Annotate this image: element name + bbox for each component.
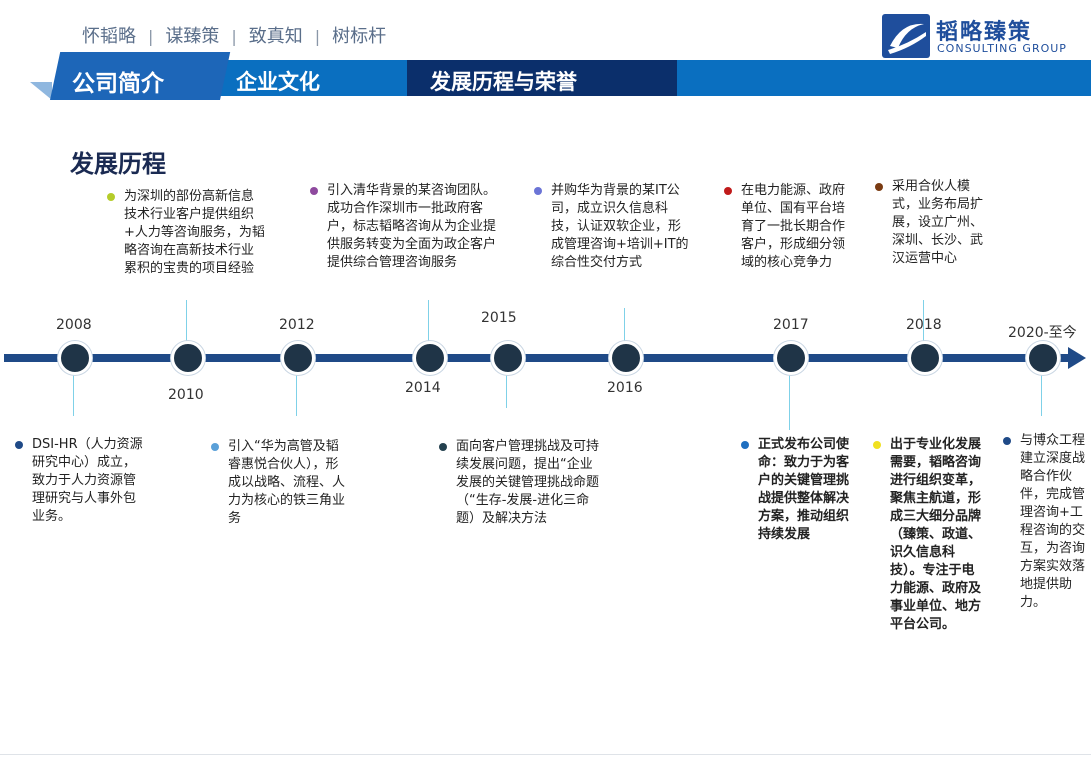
timeline-node: [491, 341, 525, 375]
section-title: 发展历程: [70, 150, 166, 178]
bullet-dot: [1003, 437, 1011, 445]
bullet-dot: [15, 441, 23, 449]
nav-active-background: [407, 60, 677, 96]
milestone-2017: 在电力能源、政府单位、国有平台培育了一批长期合作客户，形成细分领域的核心竞争力: [724, 182, 853, 272]
bullet-dot: [310, 187, 318, 195]
connector-line: [923, 300, 924, 356]
timeline-node: [774, 341, 808, 375]
connector-line: [506, 360, 507, 408]
year-label: 2012: [279, 317, 315, 333]
milestone-2014: 引入清华背景的某咨询团队。成功合作深圳市一批政府客户，标志韬略咨询从为企业提供服…: [310, 182, 497, 272]
timeline-node: [1026, 341, 1060, 375]
milestone-2010: 为深圳的部份高新信息技术行业客户提供组织+人力等咨询服务，为韬略咨询在高新技术行…: [107, 188, 266, 278]
milestone-2018-reform: 出于专业化发展需要，韬略咨询进行组织变革，聚焦主航道，形成三大细分品牌（臻策、政…: [873, 436, 982, 634]
slogan-separator: |: [314, 27, 321, 46]
timeline-node: [58, 341, 92, 375]
connector-line: [428, 300, 429, 356]
header-slogans: 怀韬略 | 谋臻策 | 致真知 | 树标杆: [82, 22, 386, 48]
year-label: 2014: [405, 380, 441, 396]
timeline-node: [413, 341, 447, 375]
year-label: 2017: [773, 317, 809, 333]
timeline-node: [908, 341, 942, 375]
slogan-separator: |: [148, 27, 154, 46]
timeline-node: [609, 341, 643, 375]
logo-name-en: CONSULTING GROUP: [937, 42, 1067, 55]
tab-company-profile[interactable]: 公司简介: [72, 71, 164, 97]
bullet-dot: [873, 441, 881, 449]
connector-line: [624, 308, 625, 356]
footer-divider: [0, 754, 1091, 755]
milestone-2018: 采用合伙人模式，业务布局扩展，设立广州、深圳、长沙、武汉运营中心: [875, 178, 990, 268]
logo-name-cn: 韬略臻策: [936, 20, 1033, 45]
year-label: 2018: [906, 317, 942, 333]
nav-fold-decoration: [30, 82, 52, 100]
slogan-separator: |: [231, 27, 237, 46]
year-label: 2015: [481, 310, 517, 326]
slogan-3: 致真知: [248, 26, 303, 47]
connector-line: [296, 360, 297, 416]
timeline-arrow-icon: [1068, 347, 1086, 369]
connector-line: [789, 360, 790, 430]
bullet-dot: [724, 187, 732, 195]
bullet-dot: [534, 187, 542, 195]
slogan-2: 谋臻策: [165, 26, 220, 47]
timeline-node: [281, 341, 315, 375]
year-label: 2008: [56, 317, 92, 333]
timeline-node: [171, 341, 205, 375]
logo-icon: [882, 14, 930, 58]
milestone-2016: 并购华为背景的某IT公司，成立识久信息科技，认证双软企业，形成管理咨询+培训+I…: [534, 182, 691, 272]
bullet-dot: [439, 443, 447, 451]
bullet-dot: [875, 183, 883, 191]
bullet-dot: [211, 443, 219, 451]
connector-line: [1041, 360, 1042, 416]
timeline-axis: [4, 354, 1072, 362]
slogan-4: 树标杆: [332, 26, 387, 47]
tab-corporate-culture[interactable]: 企业文化: [236, 70, 320, 94]
bullet-dot: [107, 193, 115, 201]
milestone-2017-mission: 正式发布公司使命：致力于为客户的关键管理挑战提供整体解决方案，推动组织持续发展: [741, 436, 850, 544]
milestone-2008: DSI-HR（人力资源研究中心）成立，致力于人力资源管理研究与人事外包业务。: [15, 436, 144, 526]
milestone-2015: 面向客户管理挑战及可持续发展问题，提出“企业发展的关键管理挑战命题（“生存-发展…: [439, 438, 602, 528]
year-label: 2010: [168, 387, 204, 403]
milestone-2012: 引入“华为高管及韬睿惠悦合伙人），形成以战略、流程、人力为核心的铁三角业务: [211, 438, 346, 528]
connector-line: [73, 360, 74, 416]
tab-history-honors[interactable]: 发展历程与荣誉: [430, 70, 577, 94]
year-label: 2016: [607, 380, 643, 396]
slogan-1: 怀韬略: [82, 26, 136, 47]
milestone-2020: 与博众工程建立深度战略合作伙伴，完成管理咨询+工程咨询的交互，为咨询方案实效落地…: [1003, 432, 1086, 612]
connector-line: [186, 300, 187, 356]
bullet-dot: [741, 441, 749, 449]
year-label: 2020-至今: [1008, 325, 1077, 341]
